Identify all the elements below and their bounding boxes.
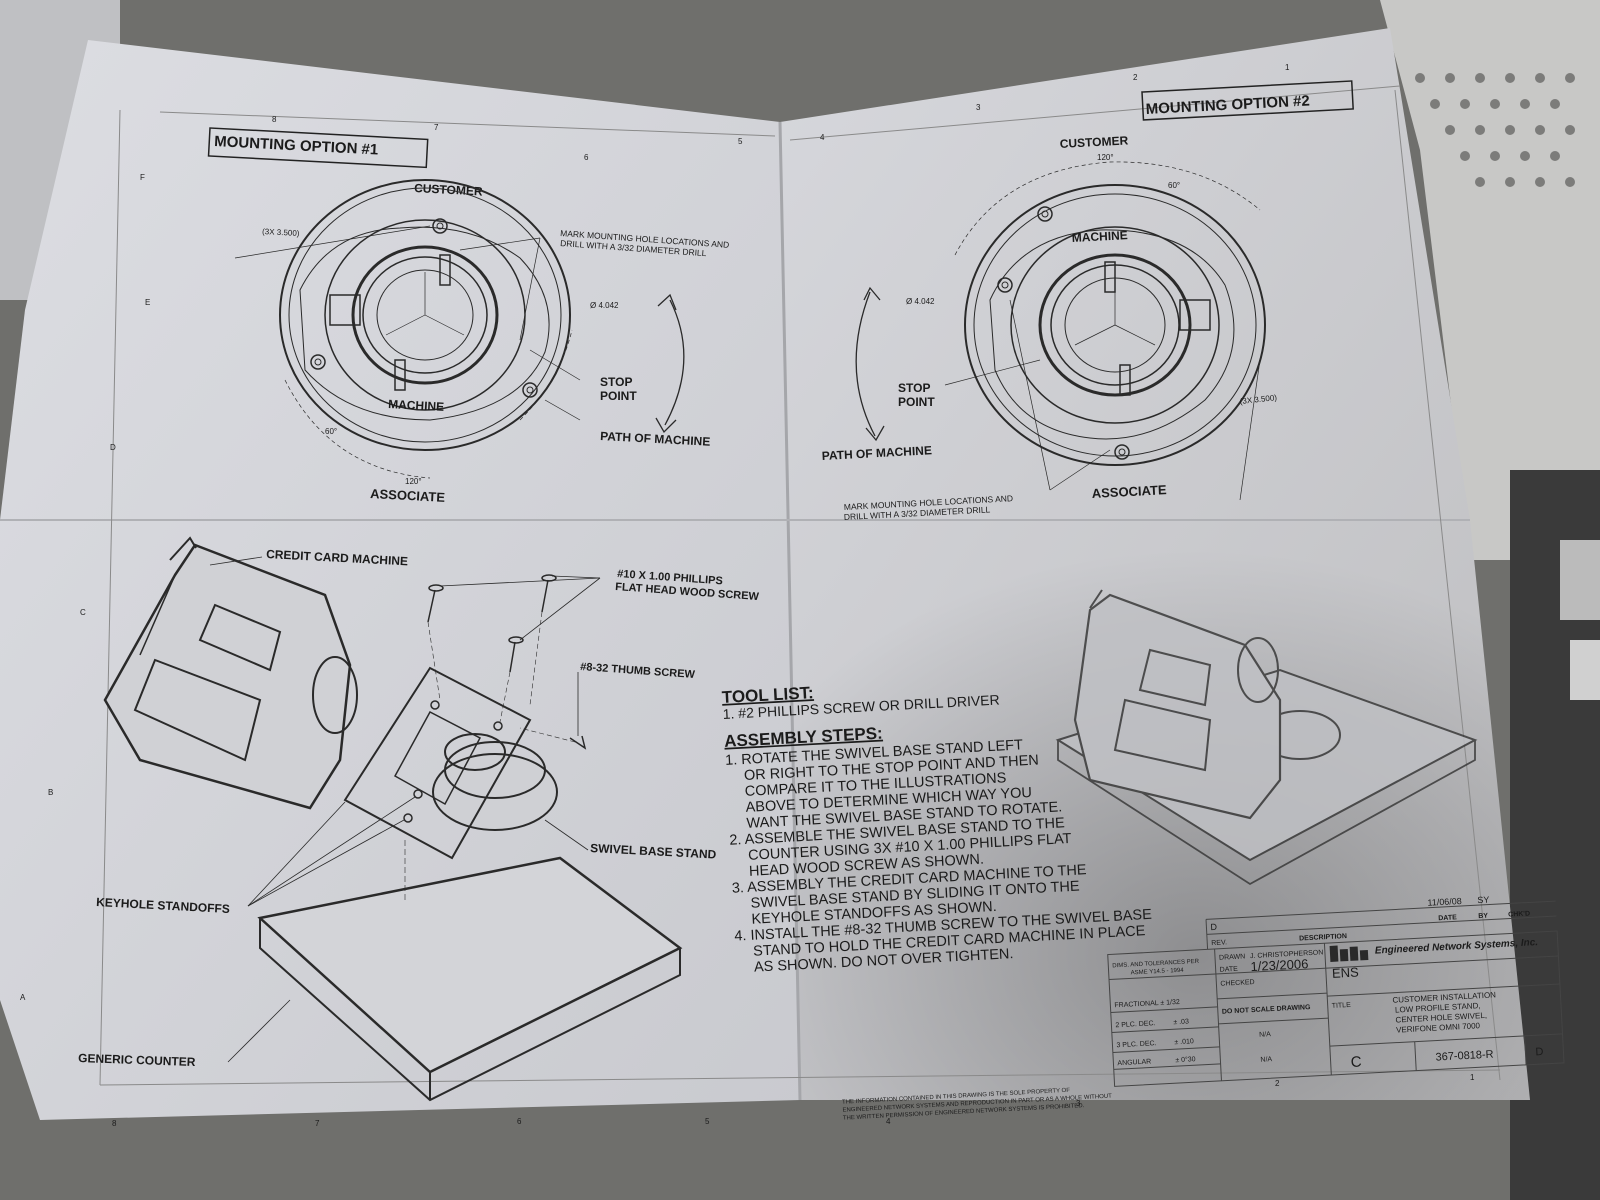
assembled-illustration xyxy=(1055,589,1478,886)
border-markers: 8 7 6 5 4 3 2 1 8 7 6 5 4 3 2 1 F E D C … xyxy=(20,63,1475,1128)
option-2-stop-label: STOP xyxy=(898,381,930,395)
checked-column-label: CHK'D xyxy=(1508,910,1530,918)
tolerance-angular-value: ± 0°30 xyxy=(1175,1055,1196,1064)
option-1-path-label: PATH OF MACHINE xyxy=(600,429,711,449)
option-1-angle-120: 120° xyxy=(405,477,422,486)
option-1-angle-60: 60° xyxy=(325,427,337,436)
assembly-illustration xyxy=(103,536,683,1102)
option-1-bolt-dimension: (3X 3.500) xyxy=(262,227,300,238)
tolerance-two-place-value: ± .03 xyxy=(1173,1018,1189,1026)
tool-list-heading: TOOL LIST: xyxy=(721,683,814,707)
svg-text:8: 8 xyxy=(112,1119,117,1128)
option-2-plate-drawing xyxy=(944,161,1266,501)
svg-text:4: 4 xyxy=(886,1117,891,1126)
option-2-angle-120: 120° xyxy=(1097,153,1114,162)
no-scale-note: DO NOT SCALE DRAWING xyxy=(1222,1004,1311,1016)
option-2-machine-label: MACHINE xyxy=(1071,228,1128,245)
revision-label: REV. xyxy=(1211,939,1227,947)
drawing-revision: D xyxy=(1535,1046,1544,1058)
tolerance-angular-label: ANGULAR xyxy=(1117,1058,1151,1067)
tolerance-fractional: FRACTIONAL ± 1/32 xyxy=(1114,999,1180,1009)
option-2-diameter-dimension: Ø 4.042 xyxy=(906,297,935,306)
drawn-label: DRAWN xyxy=(1219,953,1246,961)
svg-text:4: 4 xyxy=(820,133,825,142)
option-1-machine-label: MACHINE xyxy=(388,397,445,414)
option-1-point-label: POINT xyxy=(600,389,637,403)
option-1-rotation-arrow xyxy=(655,293,685,434)
title-label: TITLE xyxy=(1332,1002,1352,1010)
checked-label: CHECKED xyxy=(1220,979,1255,988)
svg-text:2: 2 xyxy=(1133,73,1138,82)
option-2-bolt-dimension: (3X 3.500) xyxy=(1239,393,1277,406)
option-2-rotation-arrow xyxy=(855,286,885,442)
svg-text:C: C xyxy=(80,608,86,617)
option-2-associate-label: ASSOCIATE xyxy=(1091,482,1167,501)
date-column-label: DATE xyxy=(1438,914,1457,922)
option-2-path-label: PATH OF MACHINE xyxy=(821,443,932,463)
option-2-point-label: POINT xyxy=(898,395,935,409)
revision-letter: D xyxy=(1210,922,1218,932)
finish-na: N/A xyxy=(1260,1056,1272,1064)
option-1-plate-drawing xyxy=(234,179,581,479)
drawn-by: J. CHRISTOPHERSON xyxy=(1250,949,1324,960)
svg-text:A: A xyxy=(20,993,26,1002)
title-block: 11/06/08 SY D REV. DESCRIPTION DATE BY C… xyxy=(842,895,1565,1122)
sheet-size: C xyxy=(1350,1053,1362,1071)
revision-by: SY xyxy=(1477,895,1490,906)
dims-note-line-1: DIMS. AND TOLERANCES PER xyxy=(1112,959,1200,970)
svg-text:8: 8 xyxy=(272,115,277,124)
date-label: DATE xyxy=(1220,966,1239,974)
tolerance-two-place-label: 2 PLC. DEC. xyxy=(1115,1020,1155,1029)
title-line: VERIFONE OMNI 7000 xyxy=(1396,1021,1481,1034)
tolerance-three-place-value: ± .010 xyxy=(1174,1038,1194,1046)
drawing-number: 367-0818-R xyxy=(1435,1049,1494,1064)
svg-text:6: 6 xyxy=(517,1117,522,1126)
svg-text:3: 3 xyxy=(1076,1099,1081,1108)
svg-text:2: 2 xyxy=(1275,1079,1280,1088)
option-1-diameter-dimension: Ø 4.042 xyxy=(590,301,619,310)
svg-text:5: 5 xyxy=(705,1117,710,1126)
svg-text:E: E xyxy=(145,298,150,307)
drawing-date: 1/23/2006 xyxy=(1250,956,1309,974)
option-2-angle-60: 60° xyxy=(1168,181,1180,190)
revision-date: 11/06/08 xyxy=(1427,896,1462,908)
title-line: LOW PROFILE STAND, xyxy=(1395,1001,1481,1014)
by-column-label: BY xyxy=(1478,913,1488,921)
description-label: DESCRIPTION xyxy=(1299,933,1347,942)
svg-text:1: 1 xyxy=(1285,63,1290,72)
svg-text:7: 7 xyxy=(315,1119,320,1128)
svg-text:7: 7 xyxy=(434,123,439,132)
svg-text:3: 3 xyxy=(976,103,981,112)
label-swivel-base-stand: SWIVEL BASE STAND xyxy=(590,841,717,862)
option-1-associate-label: ASSOCIATE xyxy=(370,486,446,505)
option-2-customer-label: CUSTOMER xyxy=(1059,133,1128,151)
ens-logo-icon xyxy=(1329,945,1369,962)
svg-text:5: 5 xyxy=(738,137,743,146)
svg-text:1: 1 xyxy=(1470,1073,1475,1082)
svg-text:D: D xyxy=(110,443,116,452)
svg-text:6: 6 xyxy=(584,153,589,162)
dims-note-line-2: ASME Y14.5 - 1994 xyxy=(1131,968,1185,977)
mounting-option-2: MOUNTING OPTION #2 CUSTOMER ASSOCIATE xyxy=(821,80,1354,522)
material-na: N/A xyxy=(1259,1031,1271,1039)
svg-text:F: F xyxy=(140,173,145,182)
svg-text:B: B xyxy=(48,788,53,797)
label-generic-counter: GENERIC COUNTER xyxy=(78,1051,196,1069)
label-keyhole-standoffs: KEYHOLE STANDOFFS xyxy=(96,895,230,916)
tolerance-three-place-label: 3 PLC. DEC. xyxy=(1116,1040,1156,1049)
ens-logo-text: ENS xyxy=(1332,964,1360,980)
option-1-stop-label: STOP xyxy=(600,375,632,389)
